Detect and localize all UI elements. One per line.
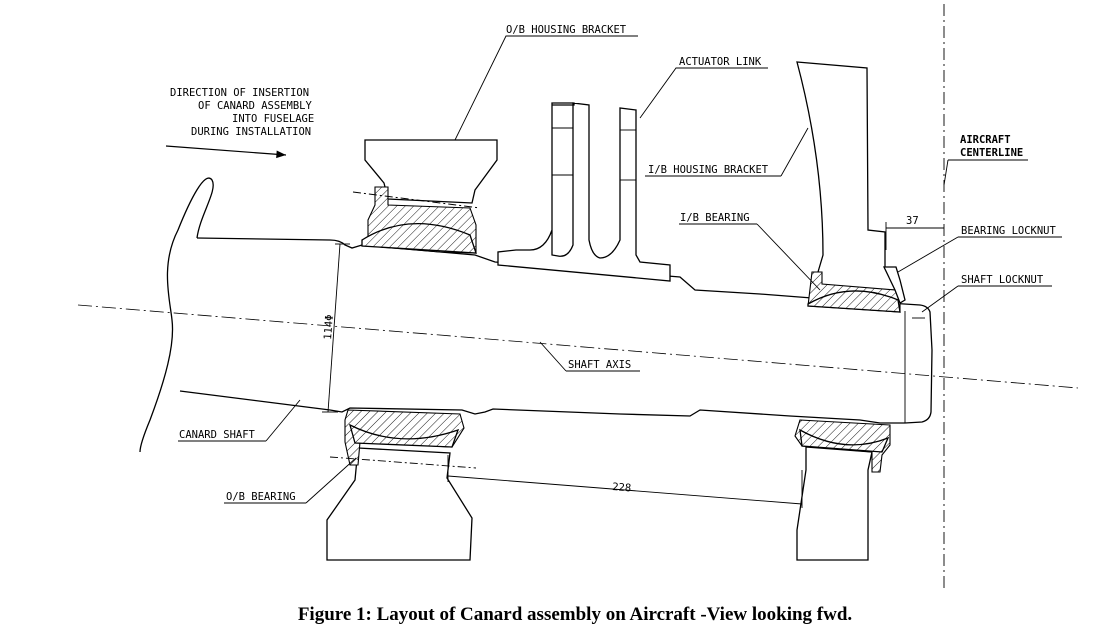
shaft-locknut-label: SHAFT LOCKNUT xyxy=(961,274,1044,286)
shaft-axis-line xyxy=(77,304,1079,389)
actuator-link-label: ACTUATOR LINK xyxy=(679,56,762,68)
diameter-dimension: 114Φ xyxy=(322,243,350,413)
ib-housing-bracket-label: I/B HOUSING BRACKET xyxy=(648,164,769,176)
bearing-spacing-dimension: 228 xyxy=(447,455,803,508)
direction-label-line3: INTO FUSELAGE xyxy=(232,113,314,125)
leader-lines xyxy=(178,35,1062,504)
locknut-offset-label: 37 xyxy=(906,215,919,227)
actuator-link xyxy=(497,102,671,282)
ib-bearing-label: I/B BEARING xyxy=(680,212,750,224)
canard-shaft-label: CANARD SHAFT xyxy=(179,429,256,441)
diameter-label: 114Φ xyxy=(322,314,336,340)
figure-caption: Figure 1: Layout of Canard assembly on A… xyxy=(297,604,853,625)
ob-bearing-label: O/B BEARING xyxy=(226,491,296,503)
ob-bearing-upper xyxy=(352,186,481,254)
aircraft-centerline-label-line2: CENTERLINE xyxy=(960,147,1023,159)
direction-label-line2: OF CANARD ASSEMBLY xyxy=(198,100,312,112)
ob-housing-bracket xyxy=(364,139,498,204)
ib-housing-bracket xyxy=(796,61,896,291)
direction-label-line1: DIRECTION OF INSERTION xyxy=(170,87,309,99)
locknut-offset-dimension: 37 xyxy=(885,215,944,250)
ob-housing-bracket-lower xyxy=(326,447,473,561)
ob-housing-bracket-label: O/B HOUSING BRACKET xyxy=(506,24,627,36)
ob-bearing-lower xyxy=(329,409,477,469)
direction-label-line4: DURING INSTALLATION xyxy=(191,126,311,138)
ib-bearing-lower xyxy=(794,419,891,473)
aircraft-centerline-label-line1: AIRCRAFT xyxy=(960,134,1011,146)
insertion-direction-arrow xyxy=(165,145,287,159)
ib-housing-bracket-lower xyxy=(796,446,873,561)
bearing-locknut xyxy=(882,266,906,304)
shaft-axis-label: SHAFT AXIS xyxy=(568,359,631,371)
canard-shaft xyxy=(139,177,933,453)
bearing-locknut-label: BEARING LOCKNUT xyxy=(961,225,1057,237)
bearing-spacing-label: 228 xyxy=(612,481,632,494)
